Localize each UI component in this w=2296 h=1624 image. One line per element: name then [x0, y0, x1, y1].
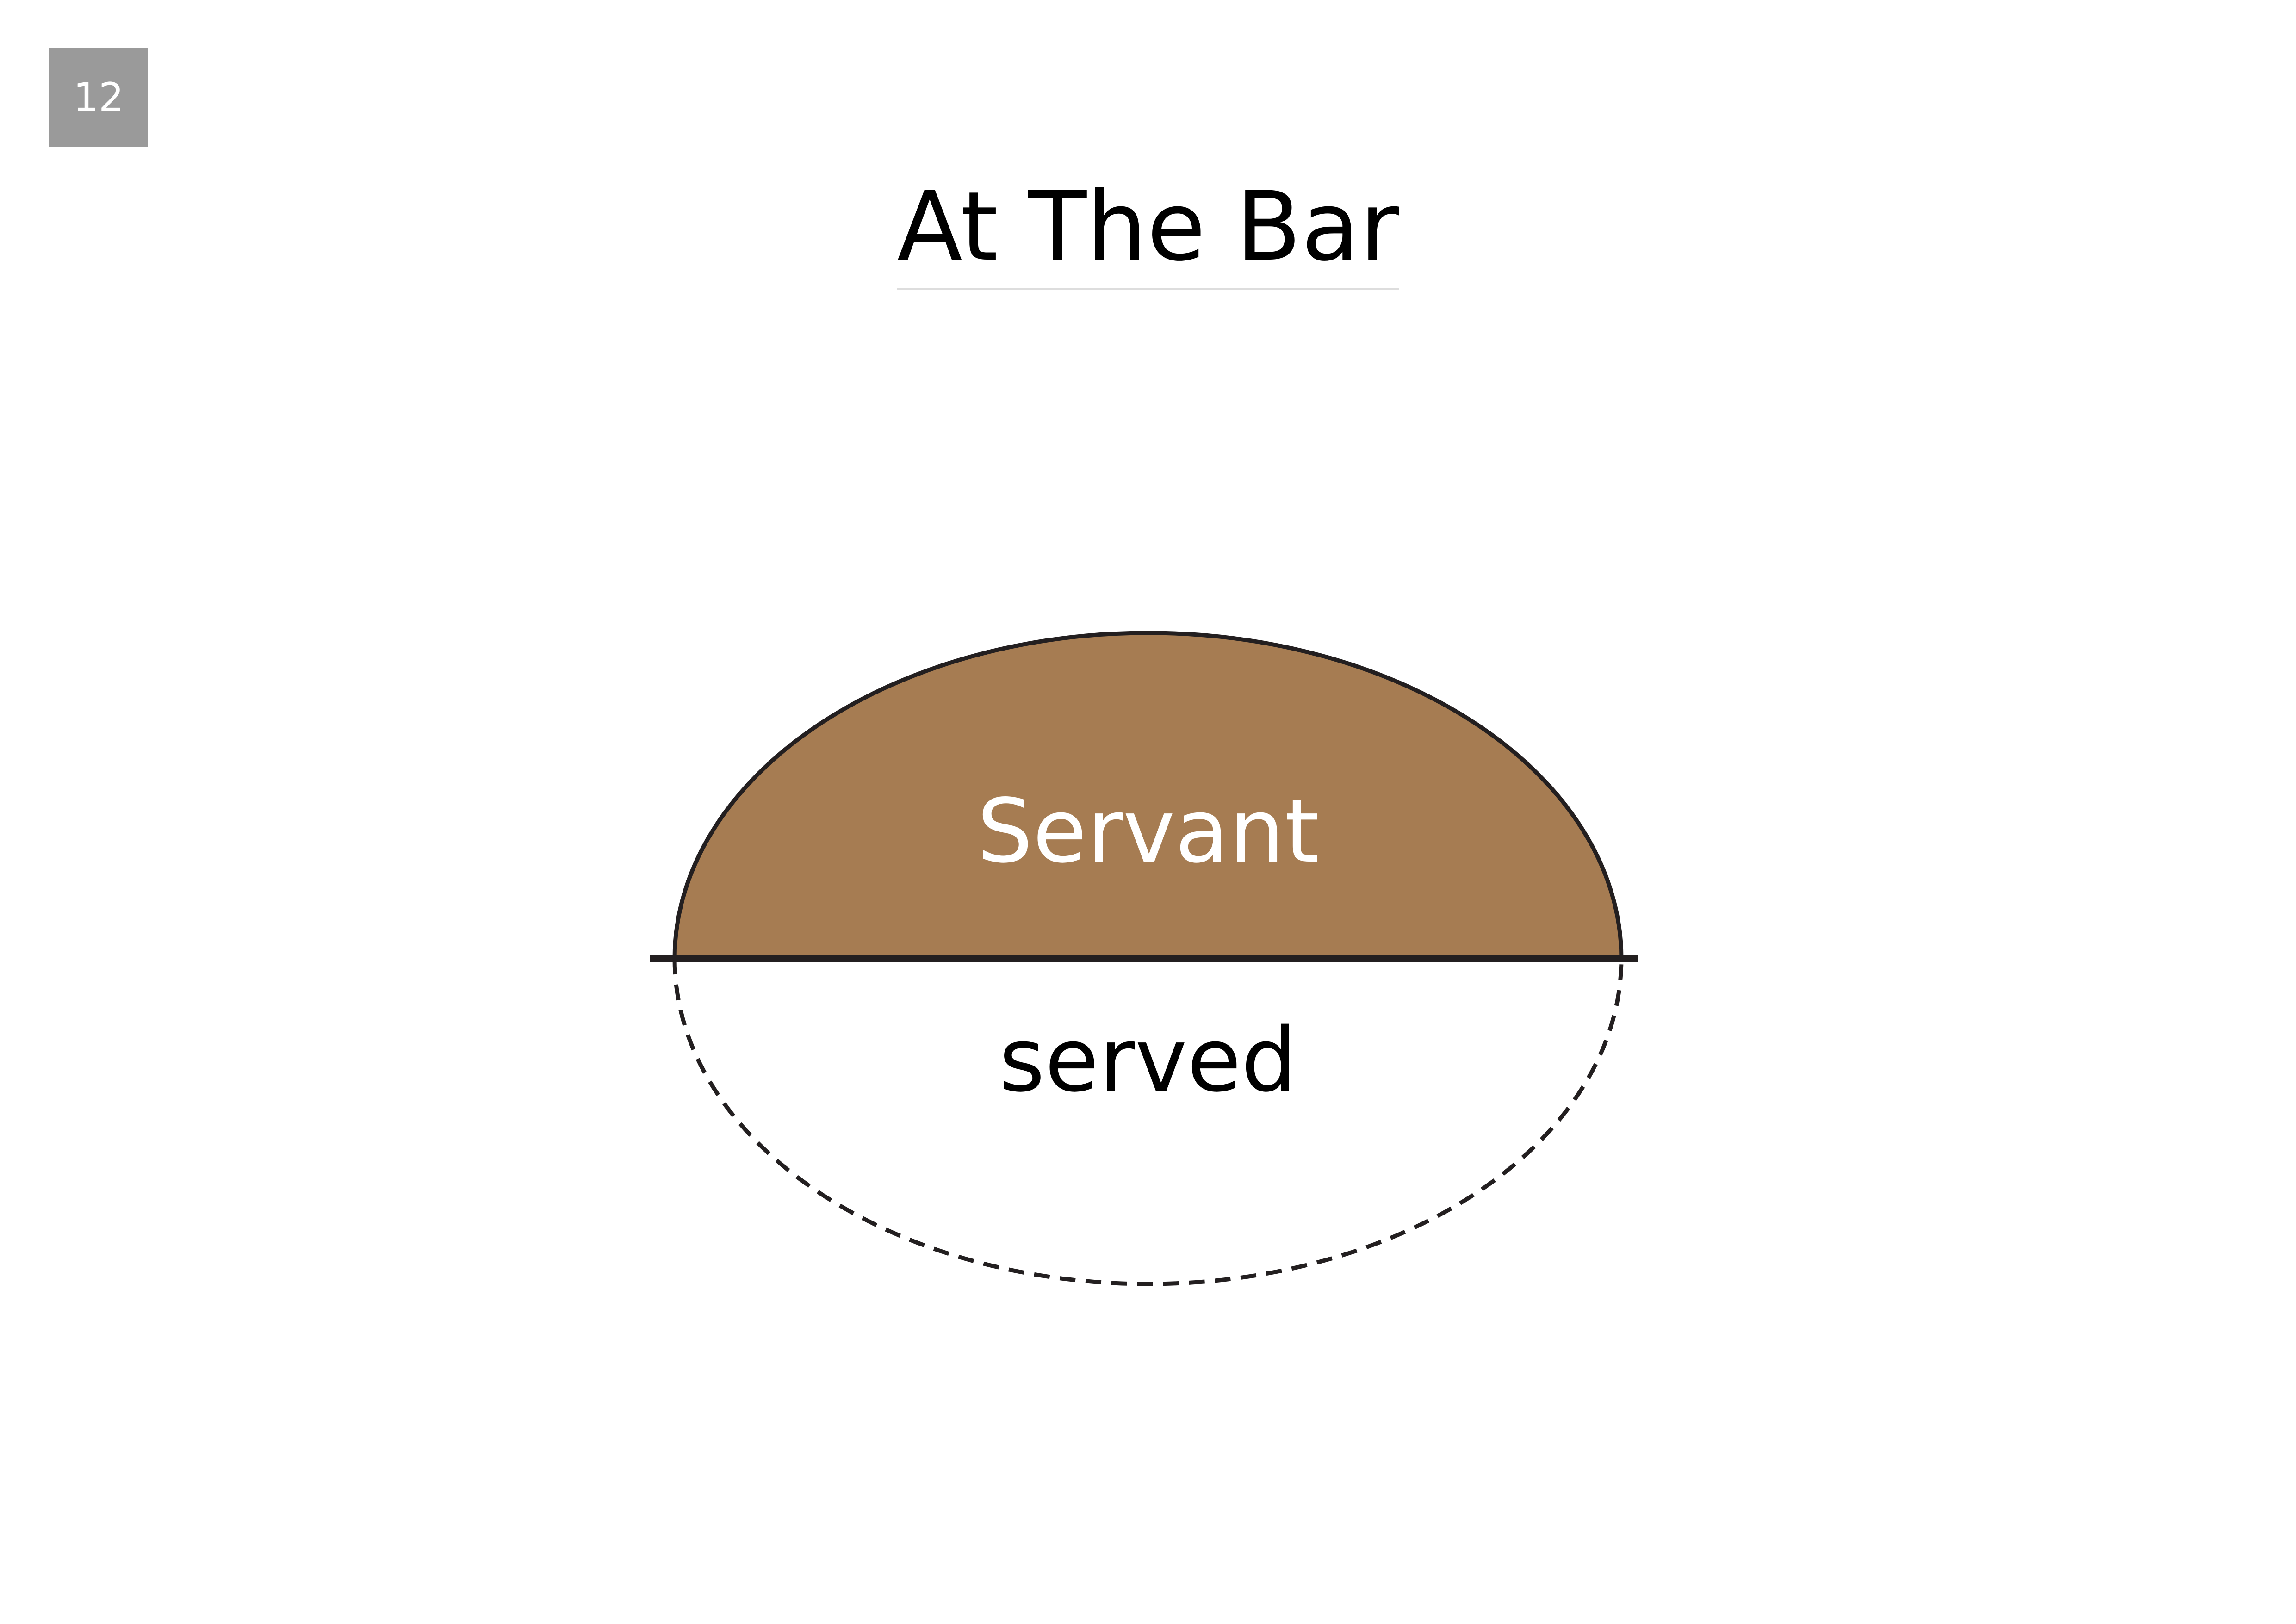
upper-half-ellipse	[672, 631, 1624, 961]
page-number-badge: 12	[49, 48, 148, 147]
page-title-container: At The Bar	[0, 171, 2296, 290]
lower-dashed-half-ellipse	[672, 958, 1624, 1286]
served-label: served	[999, 1009, 1297, 1111]
page-title: At The Bar	[897, 171, 1399, 290]
servant-label: Servant	[977, 780, 1319, 882]
